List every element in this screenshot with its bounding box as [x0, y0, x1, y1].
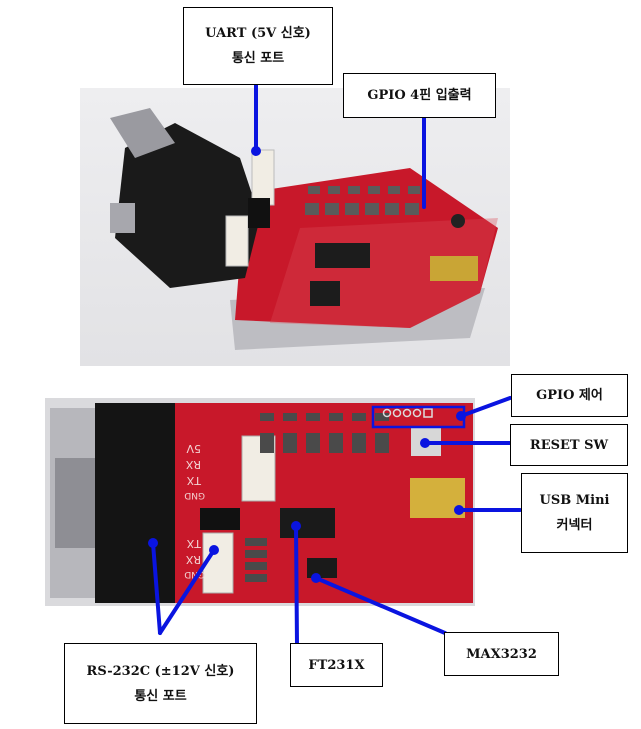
label-rs232-line2: 통신 포트: [134, 688, 187, 704]
component-row: [305, 186, 420, 215]
label-gpio-io-line1: GPIO 4핀 입출력: [367, 88, 472, 103]
bottom-board-photo: 5V RX TX GND TX RX GND: [45, 398, 475, 606]
label-max3232: MAX3232: [444, 632, 559, 676]
ft231x-chip-top: [315, 243, 370, 268]
db9-shell: [110, 108, 175, 158]
silk-rx-rs232: RX: [185, 553, 201, 566]
db9-body-bottom: [95, 403, 175, 603]
silk-rx-uart: RX: [185, 458, 201, 471]
max3232-chip-top: [310, 281, 340, 306]
label-rs232-line1: RS-232C (±12V 신호): [86, 663, 235, 679]
label-rs232-port: RS-232C (±12V 신호) 통신 포트: [64, 643, 257, 724]
top-board-illustration: [110, 108, 498, 350]
db9-pins: [55, 458, 95, 548]
top-board-photo: [80, 88, 510, 366]
bottom-board-illustration: 5V RX TX GND TX RX GND: [50, 403, 473, 603]
label-reset-sw-line1: RESET SW: [529, 437, 609, 453]
jumper: [248, 198, 270, 228]
label-uart-line1: UART (5V 신호): [205, 26, 311, 41]
label-gpio-control: GPIO 제어: [511, 374, 628, 417]
label-uart-port: UART (5V 신호) 통신 포트: [183, 7, 333, 85]
label-gpio-io: GPIO 4핀 입출력: [343, 73, 496, 118]
usb-mini-connector: [410, 478, 465, 518]
silk-tx-uart: TX: [186, 474, 202, 487]
label-usb-mini: USB Mini 커넥터: [521, 473, 628, 553]
label-reset-sw: RESET SW: [510, 424, 628, 466]
reset-switch: [411, 428, 441, 456]
rs232-header: [225, 215, 249, 267]
ft231x-chip: [280, 508, 335, 538]
reset-button-top: [451, 214, 465, 228]
label-ft231x-line1: FT231X: [308, 657, 365, 673]
silk-5v: 5V: [186, 442, 201, 455]
silk-gnd-uart: GND: [184, 490, 205, 500]
label-ft231x: FT231X: [290, 643, 383, 687]
rs232-header-bottom: [202, 532, 234, 594]
max3232-chip: [307, 558, 337, 578]
usb-mini-connector-top: [430, 256, 478, 281]
db9-screw: [110, 203, 135, 233]
label-usb-mini-line1: USB Mini: [539, 493, 610, 508]
uart-header: [251, 149, 275, 206]
label-uart-line2: 통신 포트: [231, 51, 285, 66]
label-gpio-control-line1: GPIO 제어: [536, 388, 603, 403]
label-max3232-line1: MAX3232: [466, 646, 537, 662]
label-usb-mini-line2: 커넥터: [556, 518, 593, 533]
silk-gnd-rs232: GND: [184, 569, 205, 579]
jumper-bottom: [200, 508, 240, 530]
silk-tx-rs232: TX: [186, 537, 202, 550]
db9-connector: [115, 123, 260, 288]
